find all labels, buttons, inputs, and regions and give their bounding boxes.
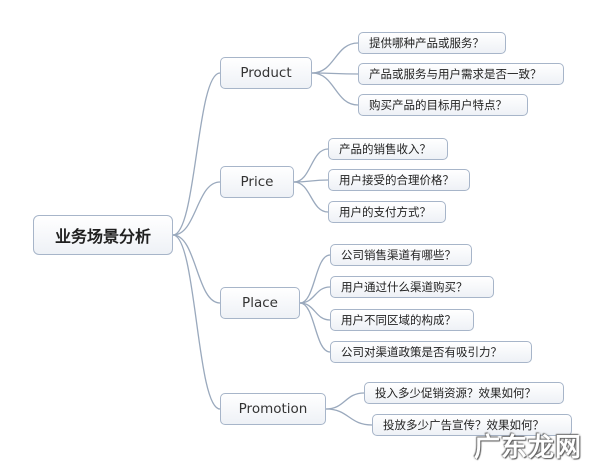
connector-product-leaf-1 <box>311 42 359 74</box>
leaf-text: 用户通过什么渠道购买？ <box>341 280 468 294</box>
root-label: 业务场景分析 <box>54 227 151 246</box>
connector-price-leaf-1 <box>293 148 329 183</box>
branch-promotion: Promotion <box>220 393 326 425</box>
connector-product-leaf-3 <box>311 72 359 106</box>
connector-place-leaf-2 <box>299 286 331 304</box>
watermark-logo: 广东龙网 <box>473 433 582 463</box>
leaf-text: 投放多少广告宣传？效果如何？ <box>383 418 544 432</box>
branch-price-label: Price <box>240 174 274 190</box>
branch-price: Price <box>220 166 294 198</box>
leaf-text: 提供哪种产品或服务？ <box>369 36 484 50</box>
branch-product: Product <box>220 57 312 89</box>
leaf-text: 购买产品的目标用户特点？ <box>369 98 507 112</box>
connector-root-place <box>172 234 221 304</box>
leaf-promotion-2: 投放多少广告宣传？效果如何？ <box>372 414 572 436</box>
leaf-price-3: 用户的支付方式？ <box>328 201 446 223</box>
leaf-text: 用户的支付方式？ <box>339 205 431 219</box>
leaf-product-2: 产品或服务与用户需求是否一致？ <box>358 63 564 85</box>
connector-root-promotion <box>172 234 221 410</box>
leaf-text: 公司销售渠道有哪些？ <box>341 248 456 262</box>
branch-place-label: Place <box>242 295 278 311</box>
branch-promotion-label: Promotion <box>238 401 308 417</box>
leaf-price-2: 用户接受的合理价格？ <box>328 169 470 191</box>
leaf-text: 产品或服务与用户需求是否一致？ <box>369 67 542 81</box>
leaf-text: 公司对渠道政策是否有吸引力？ <box>341 345 502 359</box>
connector-place-leaf-1 <box>299 254 331 304</box>
branch-product-label: Product <box>240 65 292 81</box>
root-node: 业务场景分析 <box>33 215 173 255</box>
leaf-promotion-1: 投入多少促销资源？效果如何？ <box>364 382 564 404</box>
leaf-product-1: 提供哪种产品或服务？ <box>358 32 506 54</box>
leaf-text: 投入多少促销资源？效果如何？ <box>375 386 536 400</box>
connector-promotion-leaf-1 <box>325 392 365 410</box>
leaf-place-3: 用户不同区域的构成？ <box>330 309 474 331</box>
leaf-text: 用户接受的合理价格？ <box>339 173 454 187</box>
leaf-product-3: 购买产品的目标用户特点？ <box>358 94 528 116</box>
branch-place: Place <box>220 287 300 319</box>
leaf-place-4: 公司对渠道政策是否有吸引力？ <box>330 341 532 363</box>
leaf-place-1: 公司销售渠道有哪些？ <box>330 244 472 266</box>
connector-root-product <box>172 72 221 236</box>
leaf-text: 产品的销售收入？ <box>339 142 431 156</box>
connector-promotion-leaf-2 <box>325 408 373 426</box>
connector-price-leaf-3 <box>293 181 329 213</box>
leaf-place-2: 用户通过什么渠道购买？ <box>330 276 494 298</box>
connector-root-price <box>172 181 221 236</box>
leaf-price-1: 产品的销售收入？ <box>328 138 448 160</box>
leaf-text: 用户不同区域的构成？ <box>341 313 456 327</box>
connector-place-leaf-4 <box>299 302 331 353</box>
